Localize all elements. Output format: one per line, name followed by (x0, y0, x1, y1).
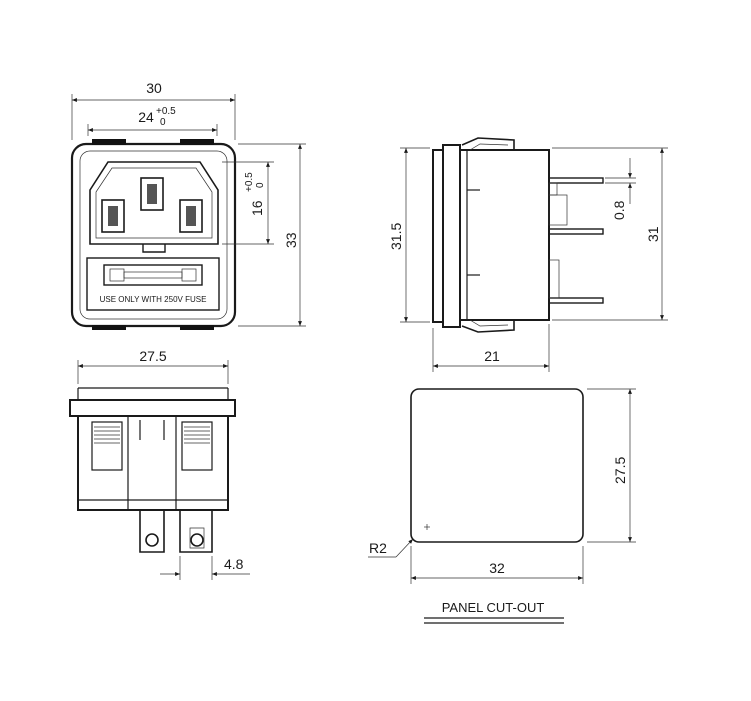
earth-pin (140, 177, 164, 211)
svg-text:0: 0 (255, 182, 266, 188)
svg-text:+0.5: +0.5 (156, 106, 176, 117)
fuse-holder (103, 264, 203, 286)
terminal-middle (548, 228, 604, 235)
bottom-view: 27.5 4.8 (69, 348, 250, 580)
svg-text:0: 0 (160, 117, 166, 128)
terminal-thickness-dim: 0.8 (611, 200, 627, 220)
front-height-dim: 33 (283, 232, 299, 248)
cutout-radius-dim: R2 (369, 540, 387, 556)
svg-text:+0.5: +0.5 (244, 172, 255, 192)
side-depth-dim: 21 (484, 348, 500, 364)
bottom-width-dim: 27.5 (139, 348, 166, 364)
panel-cutout-shape (410, 388, 584, 543)
bottom-right-clip (180, 325, 214, 330)
front-inner-width-dim: 24 (138, 109, 154, 125)
side-flange (432, 149, 444, 323)
fuse-warning-label: USE ONLY WITH 250V FUSE (100, 295, 207, 304)
top-latch (461, 137, 515, 150)
neutral-pin (179, 199, 203, 233)
cutout-height-dim: 27.5 (612, 457, 628, 484)
terminal-bottom (548, 297, 604, 304)
panel-cutout-view: 27.5 32 R2 PANEL CUT-OUT (368, 388, 636, 624)
panel-cutout-title: PANEL CUT-OUT (442, 600, 545, 615)
bottom-terminal-left (139, 510, 165, 553)
bottom-terminal-right (179, 510, 213, 553)
side-body-height-dim: 31 (645, 226, 661, 242)
front-housing-outline (70, 142, 237, 328)
top-left-clip (92, 139, 126, 145)
live-pin (101, 199, 125, 233)
front-socket-height-dim: 16 (249, 200, 265, 216)
side-body (459, 149, 550, 321)
bottom-flange (69, 399, 236, 417)
side-flange-height-dim: 31.5 (388, 223, 404, 250)
fuse-drawer (86, 257, 220, 311)
front-view: USE ONLY WITH 250V FUSE 30 24 +0.5 0 16 … (70, 80, 306, 330)
bottom-body (77, 415, 229, 511)
front-housing-inner (79, 150, 228, 320)
top-right-clip (180, 139, 214, 145)
iec-socket-outline (89, 161, 219, 245)
bottom-left-clip (92, 325, 126, 330)
front-width-dim: 30 (146, 80, 162, 96)
side-view: 31.5 31 0.8 21 (388, 137, 668, 372)
terminal-width-dim: 4.8 (224, 556, 244, 572)
bottom-latch (461, 320, 515, 333)
terminal-top (548, 177, 604, 184)
cutout-width-dim: 32 (489, 560, 505, 576)
